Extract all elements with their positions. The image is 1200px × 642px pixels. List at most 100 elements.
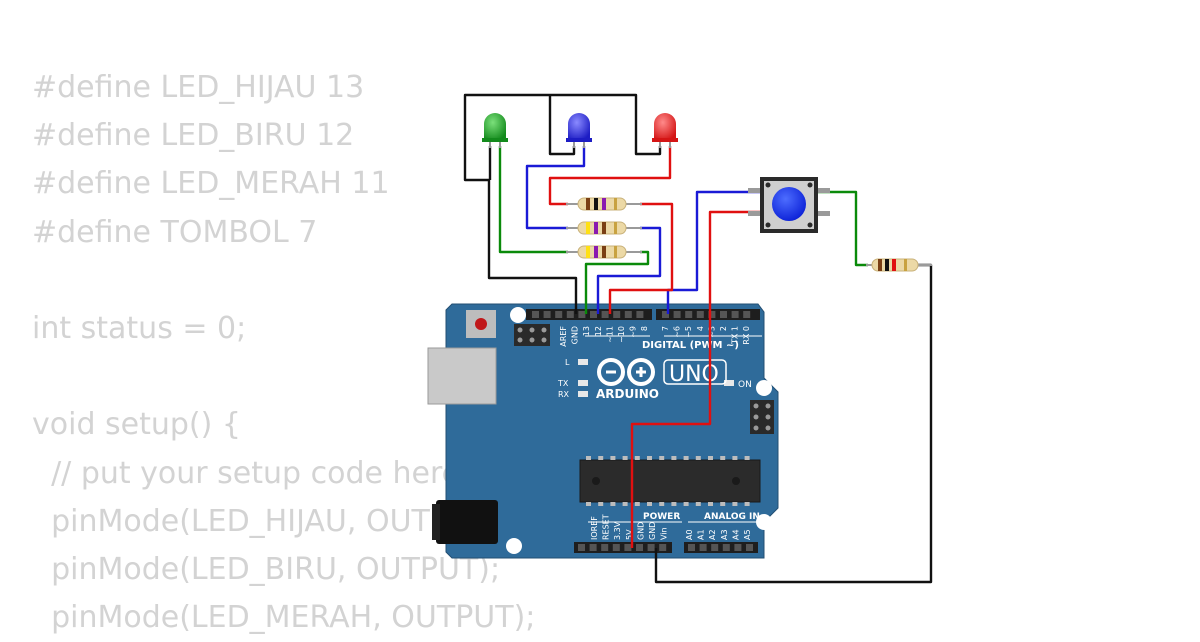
wire-black[interactable] xyxy=(548,95,576,156)
header-pin[interactable] xyxy=(566,311,574,318)
pushbutton[interactable] xyxy=(748,177,830,233)
header-pin[interactable] xyxy=(699,544,707,551)
power-header-label: POWER xyxy=(643,512,680,522)
code-line: int status = 0; xyxy=(32,310,247,346)
led-blue[interactable] xyxy=(566,113,592,148)
icsp-header-left xyxy=(514,324,550,346)
wire-red[interactable] xyxy=(548,146,672,206)
header-pin[interactable] xyxy=(746,544,753,551)
header-pin[interactable] xyxy=(647,544,655,551)
code-line: #define LED_HIJAU 13 xyxy=(32,70,365,105)
header-pin[interactable] xyxy=(612,544,620,551)
led-rx-label: RX xyxy=(558,390,570,399)
header-pin[interactable] xyxy=(720,311,727,318)
wire-black[interactable] xyxy=(463,93,662,314)
pin-label: IOREF xyxy=(590,516,599,540)
header-pin[interactable] xyxy=(578,544,585,551)
header-pin[interactable] xyxy=(711,544,719,551)
header-pin[interactable] xyxy=(743,311,751,318)
pin-label: 4 xyxy=(696,326,705,331)
wire-blue[interactable] xyxy=(596,226,662,314)
pin-label: Vin xyxy=(660,527,669,540)
pin-label: GND xyxy=(571,326,580,344)
pin-label: RX 0 xyxy=(742,326,751,345)
header-pin[interactable] xyxy=(636,544,643,551)
pin-label: GND xyxy=(636,522,645,540)
led-tx-label: TX xyxy=(557,379,569,388)
pin-label: ~5 xyxy=(684,326,693,338)
header-pin[interactable] xyxy=(685,311,693,318)
pin-label: 2 xyxy=(719,326,728,331)
mount-hole xyxy=(506,538,522,554)
header-pin[interactable] xyxy=(555,311,563,318)
mount-hole xyxy=(510,307,526,323)
pin-label: A0 xyxy=(685,529,694,540)
digital-pin-header[interactable] xyxy=(526,309,760,320)
usb-port xyxy=(427,347,497,405)
pushbutton-cap[interactable] xyxy=(772,187,806,221)
header-pin[interactable] xyxy=(636,311,644,318)
header-pin[interactable] xyxy=(624,544,632,551)
resistor[interactable] xyxy=(566,221,642,235)
pin-label: ~11 xyxy=(605,326,614,343)
pin-label: A4 xyxy=(731,529,740,540)
pin-label: 12 xyxy=(594,326,603,336)
header-pin[interactable] xyxy=(722,544,730,551)
header-pin[interactable] xyxy=(624,311,632,318)
header-pin[interactable] xyxy=(731,311,739,318)
pin-label: A1 xyxy=(697,529,706,540)
header-pin[interactable] xyxy=(662,311,669,318)
header-pin[interactable] xyxy=(659,544,667,551)
header-pin[interactable] xyxy=(590,311,597,318)
board-brand-label: ARDUINO xyxy=(596,387,659,401)
wire-green[interactable] xyxy=(818,190,868,267)
pin-label: A3 xyxy=(720,529,729,540)
pin-label: 13 xyxy=(582,326,591,336)
pin-label: AREF xyxy=(559,326,568,347)
analog-header-label: ANALOG IN xyxy=(704,512,760,522)
header-pin[interactable] xyxy=(589,544,597,551)
wire-green[interactable] xyxy=(498,146,568,254)
pin-label: ~9 xyxy=(629,326,638,338)
code-line: #define LED_BIRU 12 xyxy=(32,118,355,154)
header-pin[interactable] xyxy=(532,311,539,318)
wire-red[interactable] xyxy=(630,210,760,548)
header-pin[interactable] xyxy=(543,311,551,318)
wire-blue[interactable] xyxy=(525,146,586,230)
header-pin[interactable] xyxy=(578,311,586,318)
code-line: pinMode(LED_MERAH, OUTPUT); xyxy=(32,600,536,636)
wire-green[interactable] xyxy=(584,250,650,314)
pin-label: 5V xyxy=(625,529,634,540)
pin-label: 7 xyxy=(661,326,670,331)
header-pin[interactable] xyxy=(601,544,609,551)
arduino-infinity-logo xyxy=(597,358,655,386)
code-line: pinMode(LED_BIRU, OUTPUT); xyxy=(32,551,501,587)
power-jack xyxy=(436,500,498,544)
header-pin[interactable] xyxy=(601,311,609,318)
header-pin[interactable] xyxy=(613,311,621,318)
wire-red[interactable] xyxy=(608,202,674,314)
led-green[interactable] xyxy=(482,113,508,148)
power-analog-pin-header[interactable] xyxy=(574,542,758,553)
header-pin[interactable] xyxy=(696,311,704,318)
led-red[interactable] xyxy=(652,113,678,148)
resistor[interactable] xyxy=(866,258,932,272)
pin-label: GND xyxy=(648,522,657,540)
header-pin[interactable] xyxy=(708,311,716,318)
pin-label: A5 xyxy=(743,529,752,540)
resistor[interactable] xyxy=(566,245,642,259)
wire-blue[interactable] xyxy=(666,190,760,314)
code-editor-text[interactable]: #define LED_HIJAU 13 #define LED_BIRU 12 #… xyxy=(32,64,535,642)
code-line: #define TOMBOL 7 xyxy=(32,214,318,250)
board-model-label: UNO xyxy=(669,362,719,387)
led-l-label: L xyxy=(565,358,570,367)
resistor[interactable] xyxy=(566,197,642,211)
header-pin[interactable] xyxy=(688,544,695,551)
header-pin[interactable] xyxy=(734,544,742,551)
header-pin[interactable] xyxy=(673,311,681,318)
pin-label: 8 xyxy=(640,326,649,331)
digital-header-label: DIGITAL (PWM ~) xyxy=(642,340,739,351)
